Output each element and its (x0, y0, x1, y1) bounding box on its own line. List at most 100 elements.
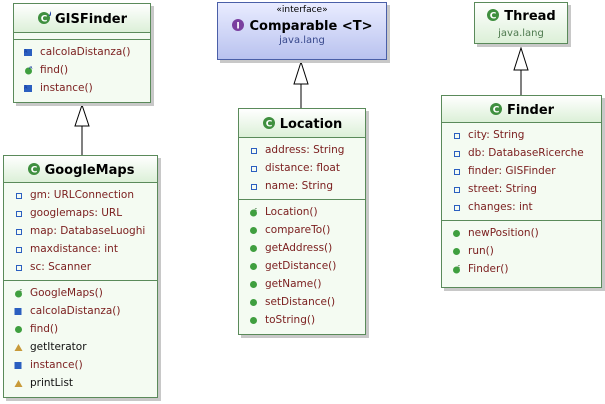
class-name: Finder (506, 103, 555, 118)
abstract-class-icon: C A (38, 11, 51, 25)
field-row[interactable]: changes: int (442, 198, 601, 216)
class-name: Comparable <T> (249, 19, 373, 34)
stereotype-label: «interface» (276, 5, 328, 15)
class-icon: C (27, 163, 40, 176)
private-field-icon (454, 205, 460, 211)
methods-section: c GoogleMaps() calcolaDistanza() find() … (4, 281, 157, 396)
field-row[interactable]: name: String (239, 177, 365, 195)
interface-comparable[interactable]: «interface» I Comparable <T> java.lang (217, 2, 387, 60)
field-row[interactable]: map: DatabaseLuoghi (4, 222, 157, 240)
method-row[interactable]: getDistance() (239, 257, 365, 275)
svg-text:A: A (24, 49, 28, 55)
class-finder[interactable]: C Finder city: String db: DatabaseRicerc… (441, 95, 602, 288)
field-row[interactable]: finder: GISFinder (442, 162, 601, 180)
private-field-icon (16, 229, 22, 235)
public-method-icon (250, 263, 257, 270)
class-gisfinder[interactable]: C A GISFinder A calcolaDistanza() A find… (13, 3, 151, 103)
field-row[interactable]: street: String (442, 180, 601, 198)
class-icon: C (487, 9, 500, 22)
constructor-icon: c (250, 208, 258, 217)
method-row[interactable]: run() (442, 242, 601, 260)
public-method-icon (250, 245, 257, 252)
method-row[interactable]: setDistance() (239, 293, 365, 311)
method-row[interactable]: A find() (14, 61, 150, 79)
generalization-finder-thread (513, 46, 529, 95)
field-row[interactable]: address: String (239, 141, 365, 159)
method-row[interactable]: c Finder() (442, 260, 601, 278)
realization-location-comparable (293, 60, 309, 108)
private-field-icon (16, 211, 22, 217)
public-method-icon (250, 227, 257, 234)
private-field-icon (454, 151, 460, 157)
private-method-icon (14, 362, 22, 369)
svg-text:C: C (490, 12, 497, 22)
package-method-icon (14, 380, 23, 387)
method-row[interactable]: newPosition() (442, 224, 601, 242)
class-googlemaps[interactable]: C GoogleMaps gm: URLConnection googlemap… (3, 155, 158, 398)
method-row[interactable]: c GoogleMaps() (4, 284, 157, 302)
class-location[interactable]: C Location address: String distance: flo… (238, 108, 366, 335)
private-field-icon (16, 193, 22, 199)
package-label: java.lang (279, 35, 325, 46)
method-row[interactable]: calcolaDistanza() (4, 302, 157, 320)
class-header: C Thread java.lang (475, 3, 567, 43)
fields-section (14, 33, 150, 40)
class-header: C A GISFinder (14, 4, 150, 33)
method-row[interactable]: toString() (239, 311, 365, 329)
method-row[interactable]: getIterator (4, 338, 157, 356)
package-method-icon (14, 344, 23, 351)
private-field-icon (16, 247, 22, 253)
class-header: C GoogleMaps (4, 156, 157, 183)
class-name: Thread (504, 9, 556, 24)
svg-text:c: c (255, 208, 258, 213)
interface-icon: I (232, 19, 245, 32)
method-row[interactable]: instance() (4, 356, 157, 374)
class-thread[interactable]: C Thread java.lang (474, 2, 568, 44)
field-row[interactable]: db: DatabaseRicerche (442, 144, 601, 162)
method-row[interactable]: c Location() (239, 203, 365, 221)
method-row[interactable]: find() (4, 320, 157, 338)
private-field-icon (251, 166, 257, 172)
svg-text:I: I (237, 22, 240, 32)
field-row[interactable]: distance: float (239, 159, 365, 177)
class-icon: C (262, 117, 275, 130)
field-row[interactable]: city: String (442, 126, 601, 144)
fields-section: gm: URLConnection googlemaps: URL map: D… (4, 183, 157, 281)
method-row[interactable]: compareTo() (239, 221, 365, 239)
static-method-icon: A (25, 66, 33, 75)
private-field-icon (454, 133, 460, 139)
public-method-icon (453, 230, 460, 237)
class-icon: C (489, 103, 502, 116)
field-row[interactable]: sc: Scanner (4, 258, 157, 276)
svg-text:C: C (265, 120, 272, 130)
svg-text:C: C (493, 106, 500, 116)
class-header: C Location (239, 109, 365, 138)
class-name: GISFinder (55, 12, 127, 27)
field-row[interactable]: gm: URLConnection (4, 186, 157, 204)
private-field-icon (454, 169, 460, 175)
method-row[interactable]: getAddress() (239, 239, 365, 257)
field-row[interactable]: googlemaps: URL (4, 204, 157, 222)
field-row[interactable]: maxdistance: int (4, 240, 157, 258)
svg-text:c: c (458, 265, 461, 270)
public-method-icon (250, 299, 257, 306)
constructor-icon: c (15, 289, 23, 298)
class-name: Location (279, 117, 343, 132)
class-header: C Finder (442, 96, 601, 123)
fields-section: city: String db: DatabaseRicerche finder… (442, 123, 601, 221)
abstract-method-icon: A (24, 49, 32, 56)
method-row[interactable]: getName() (239, 275, 365, 293)
private-field-icon (251, 184, 257, 190)
methods-section: newPosition() run() c Finder() (442, 221, 601, 282)
private-method-icon (14, 308, 22, 315)
class-name: GoogleMaps (44, 163, 135, 178)
method-row[interactable]: A instance() (24, 82, 93, 94)
svg-text:A: A (49, 11, 51, 18)
method-row[interactable]: A calcolaDistanza() (24, 46, 131, 58)
private-field-icon (251, 148, 257, 154)
method-row[interactable]: printList (4, 374, 157, 392)
public-method-icon (250, 317, 257, 324)
svg-text:A: A (24, 85, 28, 91)
generalization-googlemaps-gisfinder (74, 103, 90, 155)
